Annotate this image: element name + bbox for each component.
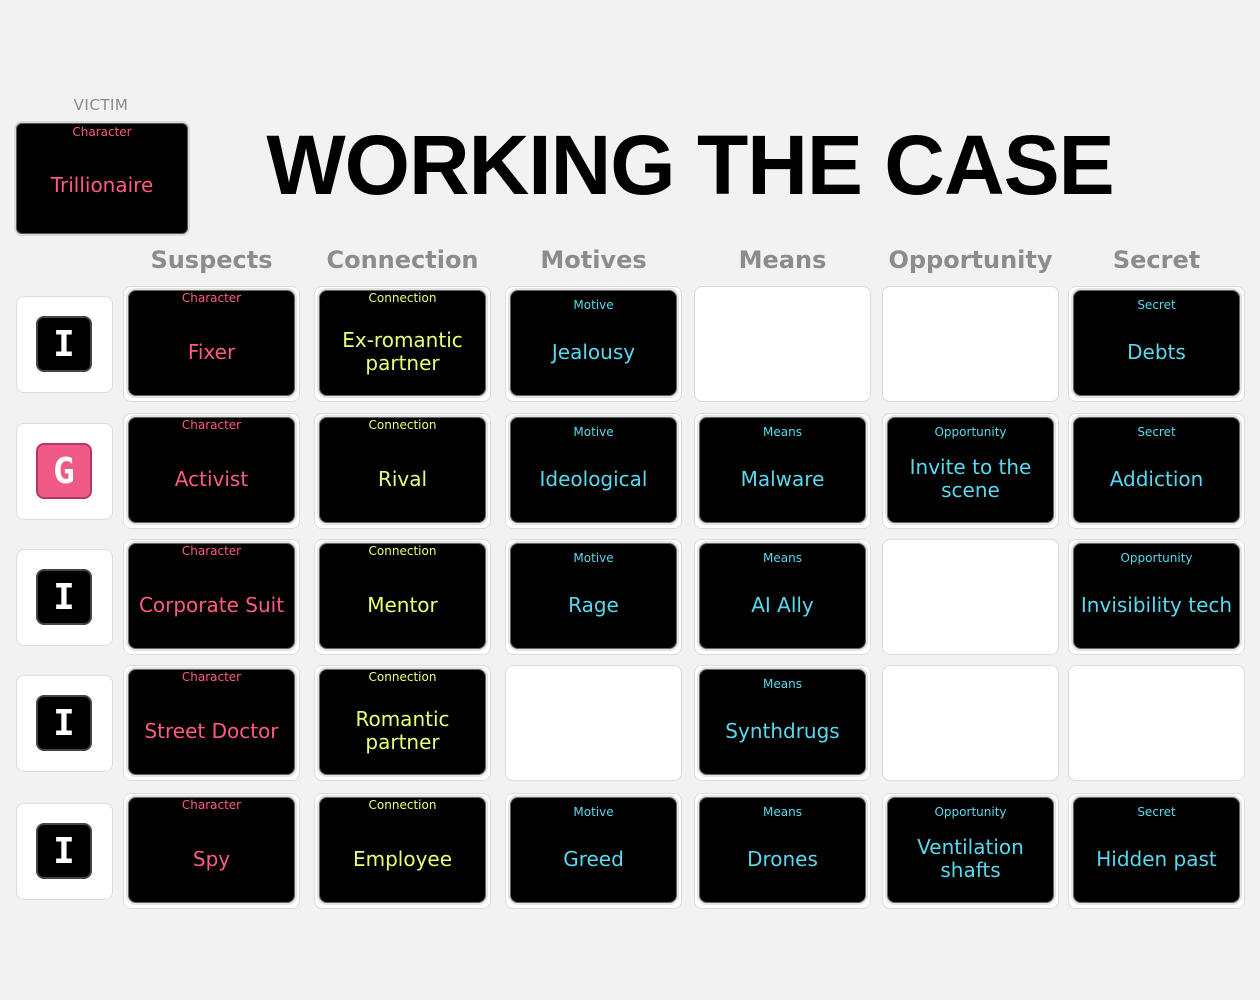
player-slot[interactable]: I xyxy=(16,675,113,772)
means-card[interactable]: Means AI Ally xyxy=(697,541,868,651)
card-type-label: Connection xyxy=(368,670,437,684)
card-type-label: Character xyxy=(181,291,242,305)
card-value: Trillionaire xyxy=(50,172,154,197)
card-type-label: Secret xyxy=(1137,805,1176,819)
card-type-label: Secret xyxy=(1137,298,1176,312)
card-type-label: Character xyxy=(181,670,242,684)
card-value: Malware xyxy=(740,466,825,491)
i-player-icon[interactable]: I xyxy=(36,695,92,751)
card-value: Invisibility tech xyxy=(1080,592,1233,617)
card-type-label: Means xyxy=(763,551,802,565)
card-value: Drones xyxy=(747,846,818,871)
card-type-label: Opportunity xyxy=(934,805,1007,819)
card-type-label: Character xyxy=(181,418,242,432)
card-value: Mentor xyxy=(367,592,438,617)
victim-label: VICTIM xyxy=(73,96,129,114)
page-title: WORKING THE CASE xyxy=(266,118,1114,212)
card-value: Debts xyxy=(1127,339,1186,364)
card-value: Corporate Suit xyxy=(138,592,285,617)
card-value: Fixer xyxy=(187,339,236,364)
column-header-motives: Motives xyxy=(540,246,647,274)
empty-card-slot[interactable] xyxy=(694,286,871,402)
i-player-icon[interactable]: I xyxy=(36,569,92,625)
empty-card-slot[interactable] xyxy=(1068,665,1245,781)
card-value: Ex-romantic partner xyxy=(342,328,463,375)
card-type-label: Means xyxy=(763,805,802,819)
card-value: Invite to the scene xyxy=(909,455,1032,502)
card-type-label: Character xyxy=(181,544,242,558)
empty-card-slot[interactable] xyxy=(882,539,1059,655)
column-header-means: Means xyxy=(738,246,827,274)
player-slot[interactable]: I xyxy=(16,803,113,900)
card-value: Rival xyxy=(377,466,428,491)
card-value: Activist xyxy=(174,466,249,491)
i-player-icon[interactable]: I xyxy=(36,316,92,372)
victim-card[interactable]: Character Trillionaire xyxy=(14,121,190,236)
card-type-label: Connection xyxy=(368,291,437,305)
card-type-label: Opportunity xyxy=(1120,551,1193,565)
card-type-label: Motive xyxy=(573,298,614,312)
card-type-label: Character xyxy=(72,125,132,139)
empty-card-slot[interactable] xyxy=(505,665,682,781)
card-type-label: Secret xyxy=(1137,425,1176,439)
card-value: Jealousy xyxy=(551,339,636,364)
card-value: Employee xyxy=(352,846,453,871)
card-type-label: Connection xyxy=(368,544,437,558)
column-header-connection: Connection xyxy=(326,246,479,274)
card-type-label: Means xyxy=(763,425,802,439)
card-value: Ventilation shafts xyxy=(917,835,1024,882)
g-player-icon[interactable]: G xyxy=(36,443,92,499)
card-type-label: Motive xyxy=(573,805,614,819)
empty-card-slot[interactable] xyxy=(882,665,1059,781)
card-value: Greed xyxy=(563,846,624,871)
card-type-label: Motive xyxy=(573,425,614,439)
player-slot[interactable]: G xyxy=(16,423,113,520)
empty-card-slot[interactable] xyxy=(882,286,1059,402)
card-type-label: Means xyxy=(763,677,802,691)
card-value: Rage xyxy=(568,592,619,617)
player-slot[interactable]: I xyxy=(16,296,113,393)
column-header-opportunity: Opportunity xyxy=(888,246,1053,274)
i-player-icon[interactable]: I xyxy=(36,823,92,879)
card-value: Ideological xyxy=(539,466,648,491)
card-type-label: Connection xyxy=(368,418,437,432)
card-value: Romantic partner xyxy=(355,707,450,754)
column-header-secret: Secret xyxy=(1112,246,1201,274)
column-header-suspects: Suspects xyxy=(150,246,273,274)
player-slot[interactable]: I xyxy=(16,549,113,646)
card-value: AI Ally xyxy=(751,592,814,617)
card-type-label: Connection xyxy=(368,798,437,812)
card-value: Street Doctor xyxy=(144,718,279,743)
card-value: Synthdrugs xyxy=(725,718,840,743)
card-type-label: Opportunity xyxy=(934,425,1007,439)
card-type-label: Motive xyxy=(573,551,614,565)
card-value: Addiction xyxy=(1109,466,1204,491)
card-type-label: Character xyxy=(181,798,242,812)
card-value: Hidden past xyxy=(1096,846,1217,871)
card-value: Spy xyxy=(192,846,231,871)
